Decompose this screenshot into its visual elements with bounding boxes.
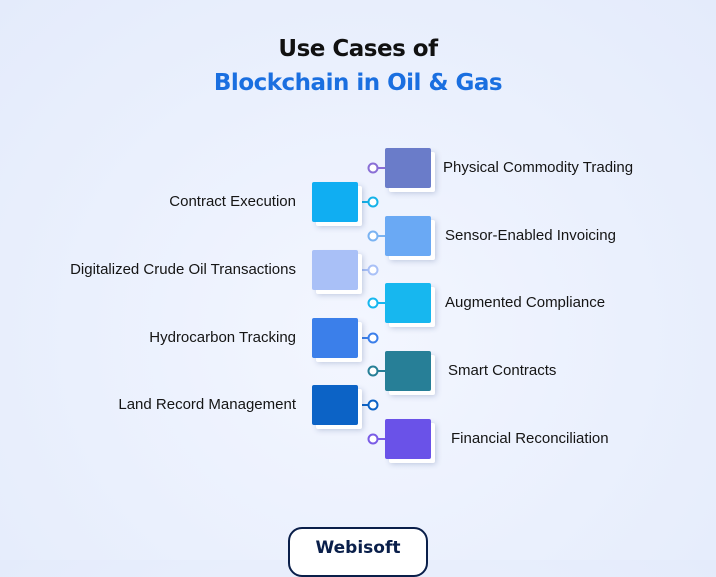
connector-6 [367,365,386,377]
use-case-label: Smart Contracts [448,362,557,379]
title-line-1: Use Cases of [278,36,438,62]
timeline-node [367,196,379,208]
use-case-label: Digitalized Crude Oil Transactions [70,261,296,278]
use-case-card-7 [312,385,358,425]
timeline-node [367,365,379,377]
connector-3 [360,264,379,276]
timeline-node [367,264,379,276]
use-case-label: Contract Execution [169,193,296,210]
brand-badge: Webisoft [288,527,428,577]
connector-0 [367,162,386,174]
use-case-card-6 [385,351,431,391]
connector-7 [360,399,379,411]
timeline [360,143,386,464]
use-case-label: Land Record Management [118,396,296,413]
connector-8 [367,433,386,445]
use-case-label: Augmented Compliance [445,294,606,311]
use-case-card-8 [385,419,431,459]
use-case-card-5 [312,318,358,358]
brand-name: Webisoft [315,538,401,558]
connector-2 [367,230,386,242]
use-case-label: Financial Reconciliation [451,430,609,447]
use-case-card-4 [385,283,431,323]
title-line-2: Blockchain in Oil & Gas [213,70,503,96]
timeline-node [367,332,379,344]
use-case-label: Hydrocarbon Tracking [149,329,296,346]
connector-1 [360,196,379,208]
use-case-label: Sensor-Enabled Invoicing [445,227,616,244]
timeline-node [367,399,379,411]
timeline-node [367,162,379,174]
connector-4 [367,297,386,309]
use-case-card-2 [385,216,431,256]
use-case-label: Physical Commodity Trading [443,159,634,176]
timeline-node [367,230,379,242]
connectors [360,162,386,445]
use-case-card-0 [385,148,431,188]
use-case-card-3 [312,250,358,290]
use-case-card-1 [312,182,358,222]
timeline-node [367,297,379,309]
connector-5 [360,332,379,344]
timeline-node [367,433,379,445]
